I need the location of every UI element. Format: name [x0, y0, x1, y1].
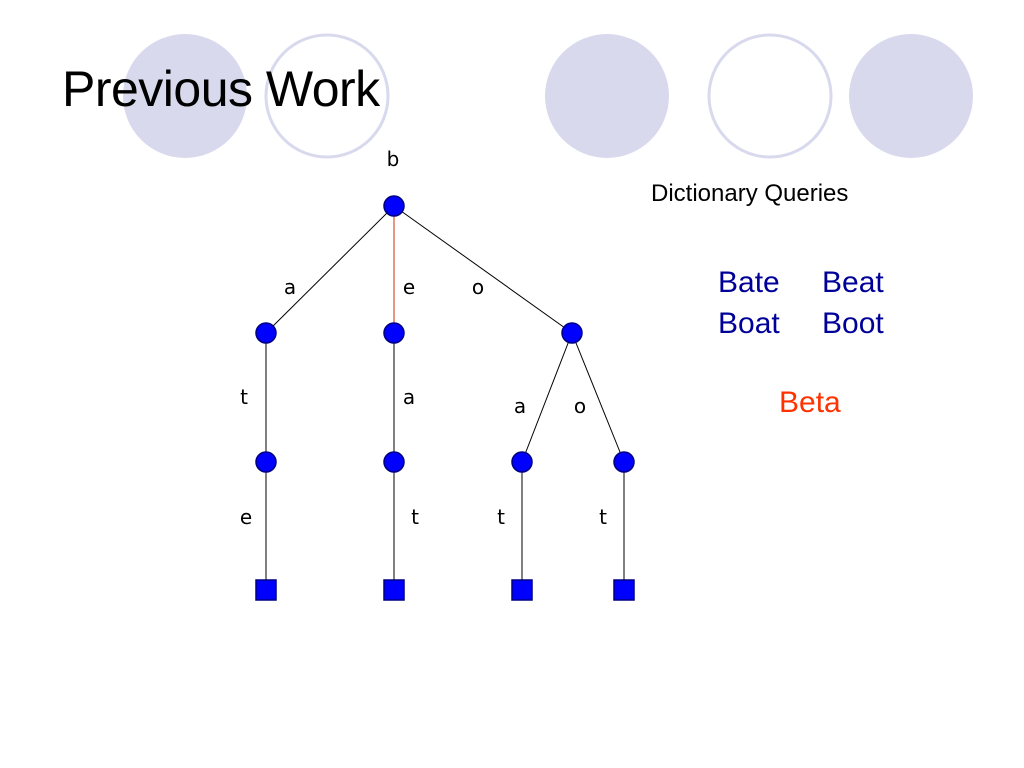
dictionary-word-beat: Beat	[822, 266, 884, 299]
trie-node-root	[383, 195, 405, 217]
trie-node-ea	[383, 451, 405, 473]
dictionary-word-bate: Bate	[718, 266, 780, 299]
trie-node-e	[383, 322, 405, 344]
edge-label-t-oa: t	[497, 505, 505, 529]
trie-node-o	[561, 322, 583, 344]
edge-label-e-t: e	[240, 505, 252, 529]
decor-circle-outline-2	[707, 33, 833, 159]
trie-nodes	[255, 195, 635, 601]
edge-label-a1: a	[284, 275, 296, 299]
trie-leaf-boat	[511, 579, 533, 601]
edge-root-a	[265, 205, 395, 334]
slide-title: Previous Work	[62, 61, 380, 117]
edge-o-o	[571, 332, 625, 463]
query-word: Beta	[779, 386, 841, 419]
trie-node-at	[255, 451, 277, 473]
edge-o-a	[521, 332, 573, 463]
decor-circle-filled-1	[123, 34, 247, 158]
decor-circle-filled-3	[849, 34, 973, 158]
decor-circle-filled-2	[545, 34, 669, 158]
trie-node-oo	[613, 451, 635, 473]
dictionary-word-boot: Boot	[822, 307, 884, 340]
decor-circle-outline-1	[264, 33, 390, 159]
trie-root-label: b	[387, 147, 400, 171]
edge-label-e1: e	[403, 275, 415, 299]
trie-leaf-bate	[255, 579, 277, 601]
edge-label-t-oo: t	[599, 505, 607, 529]
trie-leaf-boot	[613, 579, 635, 601]
edge-label-a-o: a	[514, 394, 526, 418]
edge-label-o1: o	[472, 275, 484, 299]
edge-label-t-e: t	[411, 505, 419, 529]
edge-label-a-e: a	[403, 385, 415, 409]
trie-leaf-beat	[383, 579, 405, 601]
dictionary-word-boat: Boat	[718, 307, 780, 340]
trie-edges	[265, 205, 625, 590]
edge-label-t-a: t	[240, 385, 248, 409]
trie-node-a	[255, 322, 277, 344]
edge-root-o	[393, 205, 573, 334]
trie-node-oa	[511, 451, 533, 473]
edge-label-o-o: o	[574, 394, 586, 418]
dictionary-heading: Dictionary Queries	[651, 180, 849, 207]
trie-labels: b a e o t a a o e t t t	[240, 147, 607, 529]
